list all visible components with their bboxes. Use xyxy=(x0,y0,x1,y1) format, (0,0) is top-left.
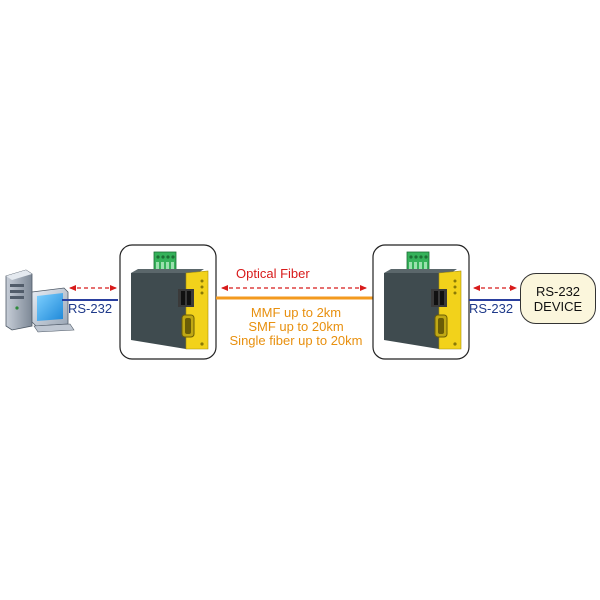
device-label-line2: DEVICE xyxy=(533,298,583,314)
pc-icon xyxy=(5,269,75,333)
fiber-spec-single: Single fiber up to 20km xyxy=(229,333,363,348)
rs232-right-label: RS-232 xyxy=(469,301,514,316)
fiber-spec-smf: SMF up to 20km xyxy=(248,319,344,334)
device-label-line1: RS-232 xyxy=(535,283,581,299)
fiber-spec-mmf: MMF up to 2km xyxy=(250,305,342,320)
media-converter-icon xyxy=(119,244,217,360)
optical-fiber-label: Optical Fiber xyxy=(236,266,310,281)
rs232-device-box: RS-232 DEVICE xyxy=(520,273,596,324)
media-converter-icon xyxy=(372,244,470,360)
rs232-left-label: RS-232 xyxy=(68,301,113,316)
fiber-spec-list: MMF up to 2km SMF up to 20km Single fibe… xyxy=(216,306,376,348)
